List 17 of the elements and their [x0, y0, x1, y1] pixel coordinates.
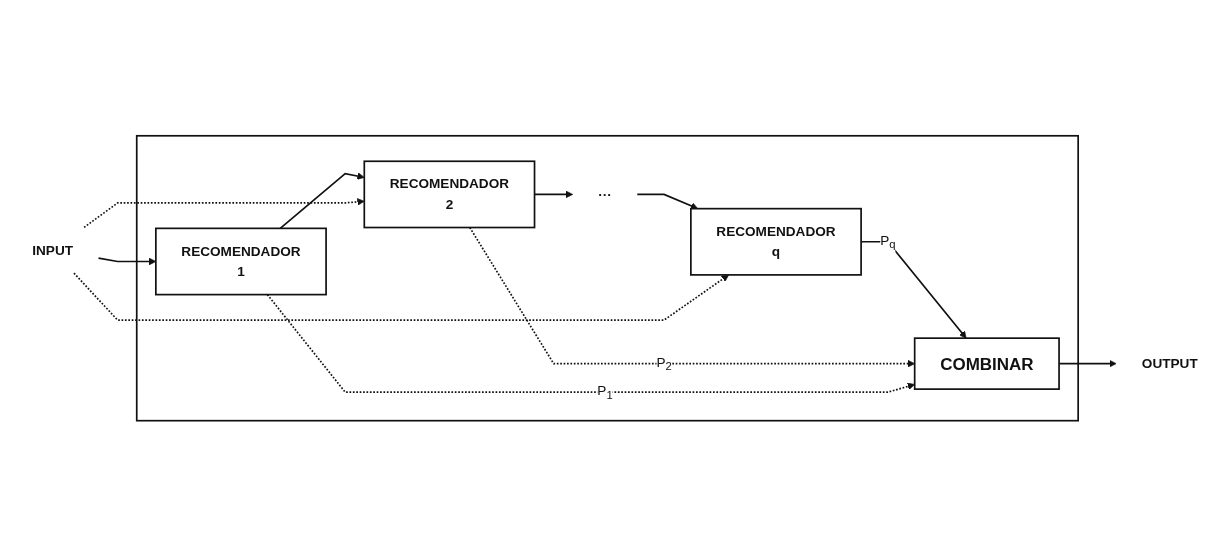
- arrow: [468, 226, 915, 368]
- edge-label: P$_{2}$: [656, 354, 672, 373]
- node-box: RECOMENDADOR 2: [363, 160, 536, 229]
- arrow: [636, 193, 699, 210]
- node-text: ···: [598, 187, 612, 202]
- arrow: [83, 198, 365, 229]
- node-text: INPUT: [32, 242, 74, 258]
- arrow: [279, 172, 365, 230]
- node-box: RECOMENDADOR q: [690, 208, 862, 276]
- edge-label: P$_{1}$: [597, 383, 613, 402]
- node-text: OUTPUT: [1141, 356, 1198, 371]
- node-box: COMBINAR: [913, 337, 1060, 391]
- cluster: [135, 135, 1079, 422]
- arrow: [73, 272, 729, 322]
- edge-label: P$_{q}$: [880, 233, 896, 252]
- arrow: [266, 294, 915, 394]
- node-box: RECOMENDADOR 1: [155, 227, 327, 296]
